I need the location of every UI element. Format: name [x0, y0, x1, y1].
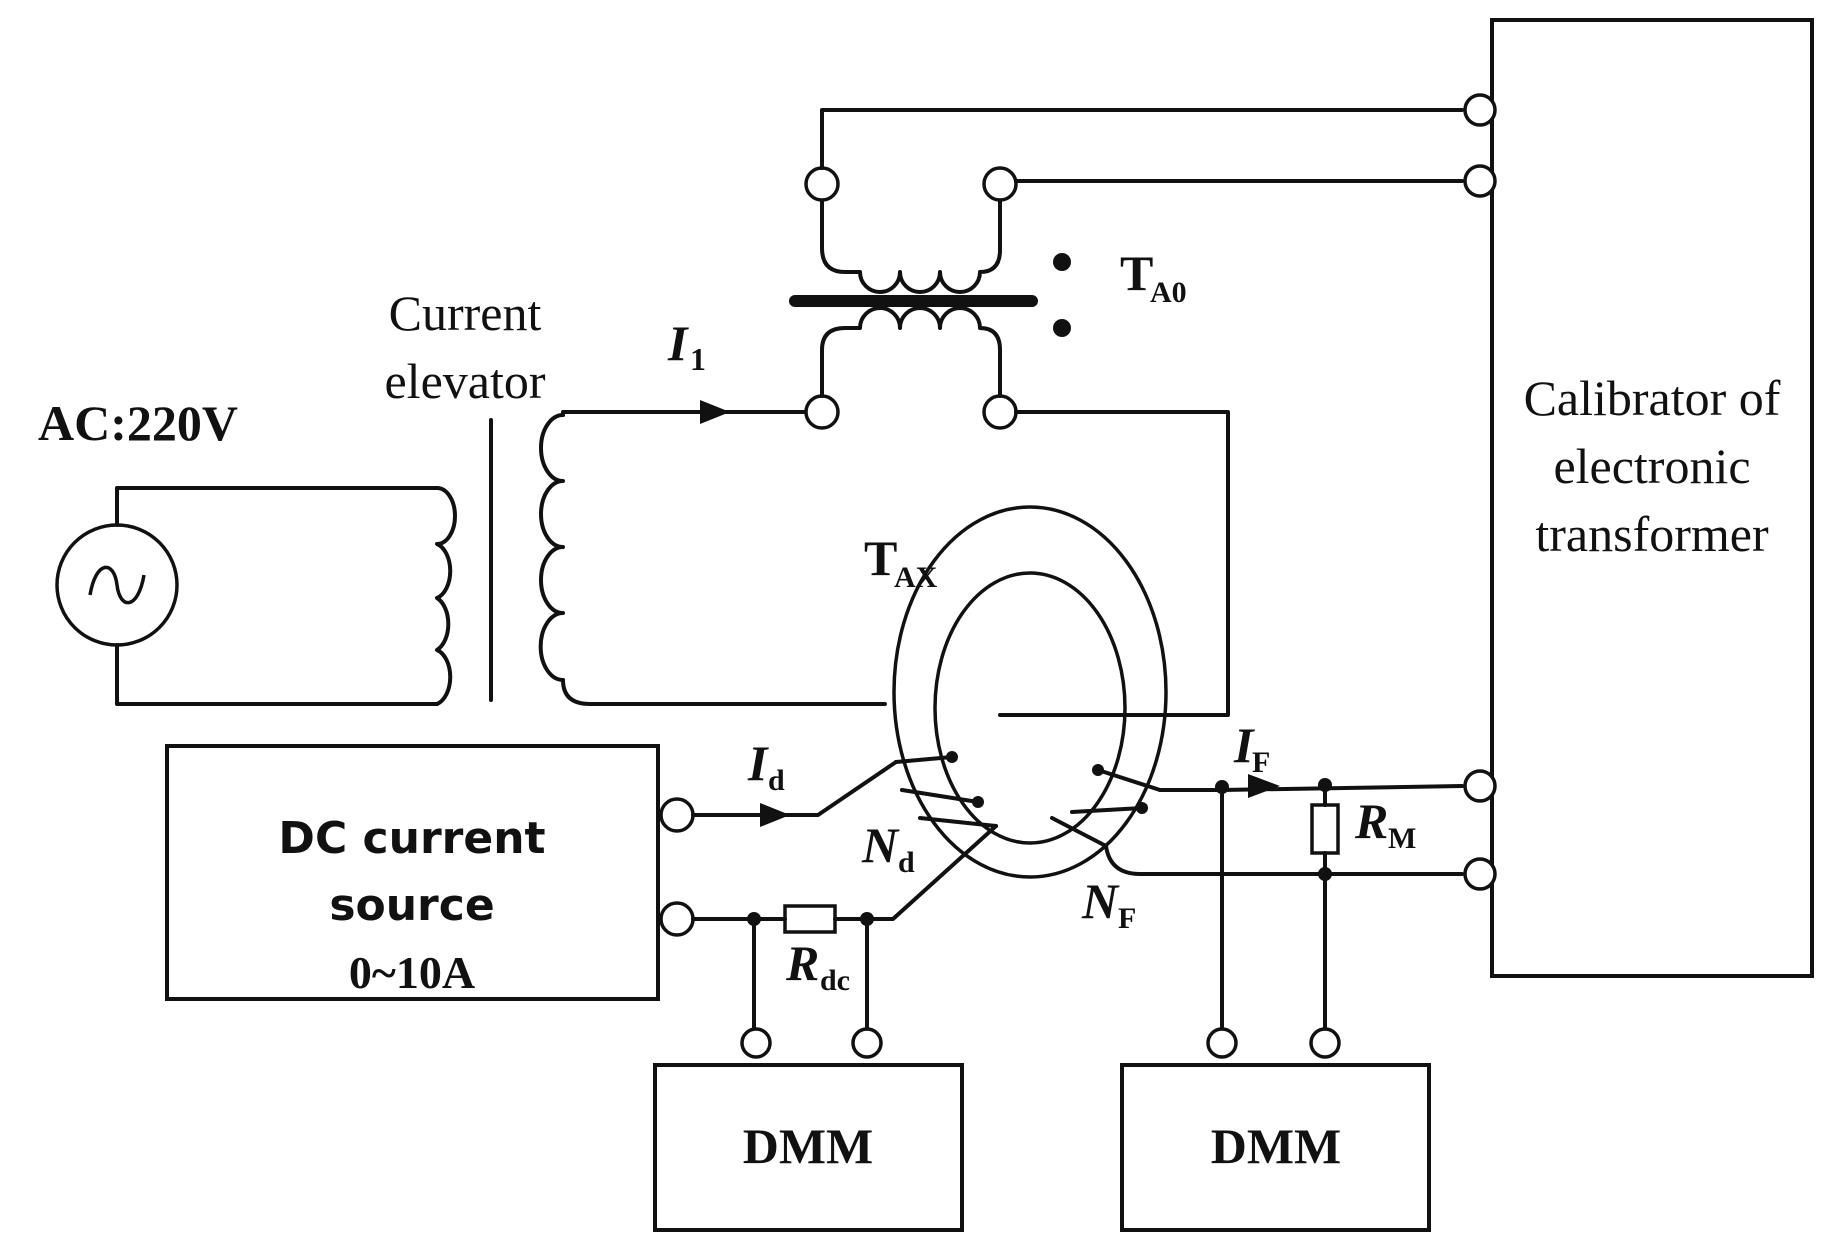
wire-rdc-right	[833, 824, 998, 921]
dmm-left-terminal-1[interactable]	[740, 1027, 772, 1059]
if-symbol: I	[1233, 717, 1255, 773]
if-arrow-icon	[1248, 774, 1280, 798]
ta0-primary-coil	[820, 306, 1002, 398]
nd-subscript: d	[898, 846, 915, 879]
rm-resistor	[1310, 803, 1340, 855]
calibrator-label-line1: Calibrator of	[1524, 370, 1781, 426]
wire-ac-bottom	[115, 643, 439, 706]
dmm-left-label: DMM	[743, 1118, 874, 1174]
i1-symbol: I	[667, 315, 689, 371]
ta0-secondary-terminal-left[interactable]	[804, 166, 840, 202]
wire-if	[1158, 784, 1464, 792]
rdc-symbol: R	[785, 935, 819, 991]
id-subscript: d	[768, 764, 785, 797]
winding-dot-icon	[1136, 802, 1148, 814]
nf-winding	[1050, 768, 1162, 848]
dmm-right-terminal-2[interactable]	[1309, 1027, 1341, 1059]
nd-winding	[894, 755, 998, 828]
ac-source-label: AC:220V	[38, 395, 238, 451]
elevator-primary-coil	[435, 486, 457, 706]
ta0-symbol: T	[1120, 245, 1153, 301]
calibrator-terminal-4[interactable]	[1463, 857, 1497, 891]
nf-symbol: N	[1081, 873, 1120, 929]
winding-dot-icon	[946, 751, 958, 763]
calibrator-terminal-3[interactable]	[1463, 769, 1497, 803]
wire-elevator-to-tax	[561, 678, 887, 706]
dc-source-terminal-positive[interactable]	[659, 797, 695, 833]
tax-symbol: T	[864, 530, 897, 586]
tax-outer-ring	[892, 505, 1168, 879]
dc-current-source	[165, 744, 660, 1001]
dmm-right	[1120, 1063, 1431, 1232]
dmm-right-label: DMM	[1211, 1118, 1342, 1174]
rdc-resistor	[783, 904, 837, 934]
rm-symbol: R	[1354, 793, 1388, 849]
wire-id	[691, 760, 898, 817]
id-symbol: I	[747, 735, 769, 791]
current-elevator-label-line2: elevator	[384, 353, 545, 409]
current-elevator	[435, 413, 565, 706]
wire-i1	[561, 410, 812, 417]
polarity-dot-icon	[1053, 253, 1071, 271]
dmm-left	[653, 1063, 964, 1232]
wire-nf-return	[1104, 844, 1464, 876]
winding-dot-icon	[1092, 764, 1104, 776]
current-elevator-label-line1: Current	[389, 285, 542, 341]
rdc-subscript: dc	[820, 964, 850, 997]
polarity-dot-icon	[1053, 319, 1071, 337]
calibrator-label-line3: transformer	[1535, 506, 1769, 562]
ta0-secondary-terminal-right[interactable]	[982, 166, 1018, 202]
ta0-secondary-coil	[820, 198, 1002, 294]
dmm-left-terminal-2[interactable]	[851, 1027, 883, 1059]
rm-subscript: M	[1388, 822, 1416, 855]
nd-symbol: N	[861, 817, 900, 873]
if-subscript: F	[1252, 746, 1270, 779]
ta0-transformer	[789, 166, 1071, 430]
wire-ta0-to-tax	[998, 410, 1230, 717]
calibrator-label-line2: electronic	[1553, 438, 1750, 494]
tax-subscript: AX	[894, 561, 938, 594]
ta0-subscript: A0	[1150, 276, 1187, 309]
calibrator-terminal-1[interactable]	[1463, 93, 1497, 127]
nf-subscript: F	[1118, 902, 1136, 935]
ta0-primary-terminal-left[interactable]	[804, 394, 840, 430]
dc-source-terminal-negative[interactable]	[659, 901, 695, 937]
wire-ac-top	[115, 486, 439, 527]
wire-ta0-sec-1	[820, 108, 1464, 170]
tax-inner-ring	[933, 571, 1127, 845]
dmm-right-terminal-1[interactable]	[1206, 1027, 1238, 1059]
elevator-secondary-coil	[538, 413, 565, 682]
i1-arrow-icon	[700, 400, 730, 424]
sine-wave-icon	[88, 565, 146, 605]
ac-source	[55, 523, 179, 647]
id-arrow-icon	[760, 803, 790, 827]
dc-source-label-line1: DC current	[278, 813, 545, 864]
dc-source-label-line3: 0~10A	[349, 947, 475, 998]
winding-dot-icon	[972, 796, 984, 808]
calibrator-terminal-2[interactable]	[1463, 164, 1497, 198]
calibrator	[1490, 18, 1814, 978]
dc-source-label-line2: source	[329, 880, 494, 931]
ta0-primary-terminal-right[interactable]	[982, 394, 1018, 430]
tax-toroid	[892, 505, 1168, 879]
i1-subscript: 1	[690, 341, 706, 377]
